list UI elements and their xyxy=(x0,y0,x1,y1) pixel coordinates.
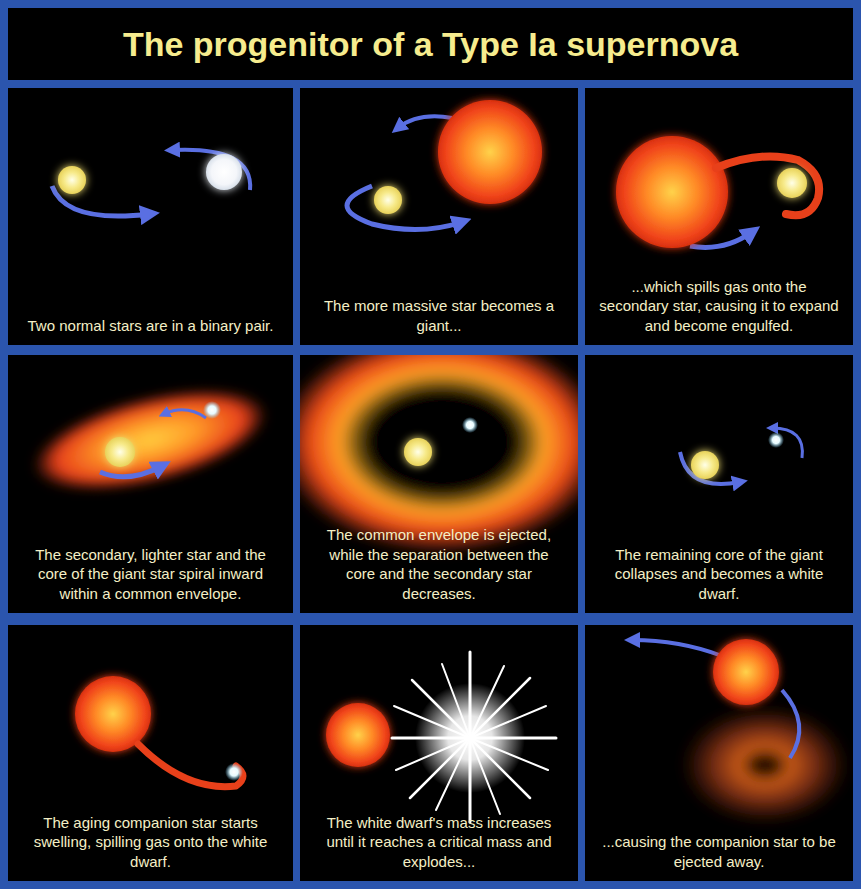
yellow-star xyxy=(691,451,719,479)
story-panel: The remaining core of the giant collapse… xyxy=(585,355,853,613)
explosion xyxy=(392,652,556,822)
panel-ground xyxy=(8,88,293,345)
white-dwarf xyxy=(225,763,243,781)
title-band xyxy=(8,8,853,80)
panel-caption: ...causing the companion star to be ejec… xyxy=(599,832,839,871)
title: The progenitor of a Type Ia supernova xyxy=(123,25,738,64)
yellow-star xyxy=(105,437,135,467)
panel-caption: Two normal stars are in a binary pair. xyxy=(28,316,274,336)
yellow-star xyxy=(404,438,432,466)
panel-ground xyxy=(585,625,853,881)
white-star xyxy=(206,154,242,190)
orbit-arrow xyxy=(398,116,452,128)
yellow-star xyxy=(374,186,402,214)
panel-ground xyxy=(300,88,578,345)
motion-arrow xyxy=(782,690,799,758)
motion-arrow xyxy=(632,640,722,656)
story-panel: The common envelope is ejected, while th… xyxy=(300,355,578,613)
orbit-arrow xyxy=(680,452,740,484)
story-panel: The aging companion star starts swelling… xyxy=(8,625,293,881)
panel-ground xyxy=(8,625,293,881)
orbit-arrow xyxy=(347,186,462,230)
yellow-star xyxy=(58,166,86,194)
title-band: The progenitor of a Type Ia supernova xyxy=(8,8,853,80)
story-panel: ...which spills gas onto the secondary s… xyxy=(585,88,853,345)
story-panel: The more massive star becomes a giant... xyxy=(300,88,578,345)
ejected-envelope xyxy=(300,355,578,554)
remnant-nebula xyxy=(680,705,850,825)
panel-caption: The white dwarf's mass increases until i… xyxy=(314,813,564,872)
panel-caption: The remaining core of the giant collapse… xyxy=(599,545,839,604)
panel-ground xyxy=(8,355,293,613)
panel-caption: ...which spills gas onto the secondary s… xyxy=(599,277,839,336)
panel-ground xyxy=(585,355,853,613)
white-dwarf xyxy=(768,432,784,448)
gas-stream xyxy=(716,156,819,215)
companion-star xyxy=(713,639,779,705)
story-panel: ...causing the companion star to be ejec… xyxy=(585,625,853,881)
story-panel: Two normal stars are in a binary pair. xyxy=(8,88,293,345)
panel-ground xyxy=(300,625,578,881)
companion-star xyxy=(75,676,151,752)
panel-caption: The more massive star becomes a giant... xyxy=(314,296,564,335)
red-giant xyxy=(438,100,542,204)
orbit-arrow xyxy=(172,150,250,190)
story-panel: The secondary, lighter star and the core… xyxy=(8,355,293,613)
panel-caption: The common envelope is ejected, while th… xyxy=(314,525,564,603)
panel-caption: The secondary, lighter star and the core… xyxy=(26,545,276,604)
common-envelope xyxy=(23,370,276,510)
panel-ground xyxy=(585,88,853,345)
companion-star xyxy=(326,703,390,767)
red-giant xyxy=(616,136,728,248)
panel-caption: The aging companion star starts swelling… xyxy=(26,813,276,872)
orbit-arrow xyxy=(100,466,162,477)
gas-stream xyxy=(138,744,243,787)
white-dwarf xyxy=(203,401,221,419)
story-panel: The white dwarf's mass increases until i… xyxy=(300,625,578,881)
orbit-arrow xyxy=(164,410,206,418)
yellow-star xyxy=(777,168,807,198)
white-dwarf xyxy=(462,417,478,433)
